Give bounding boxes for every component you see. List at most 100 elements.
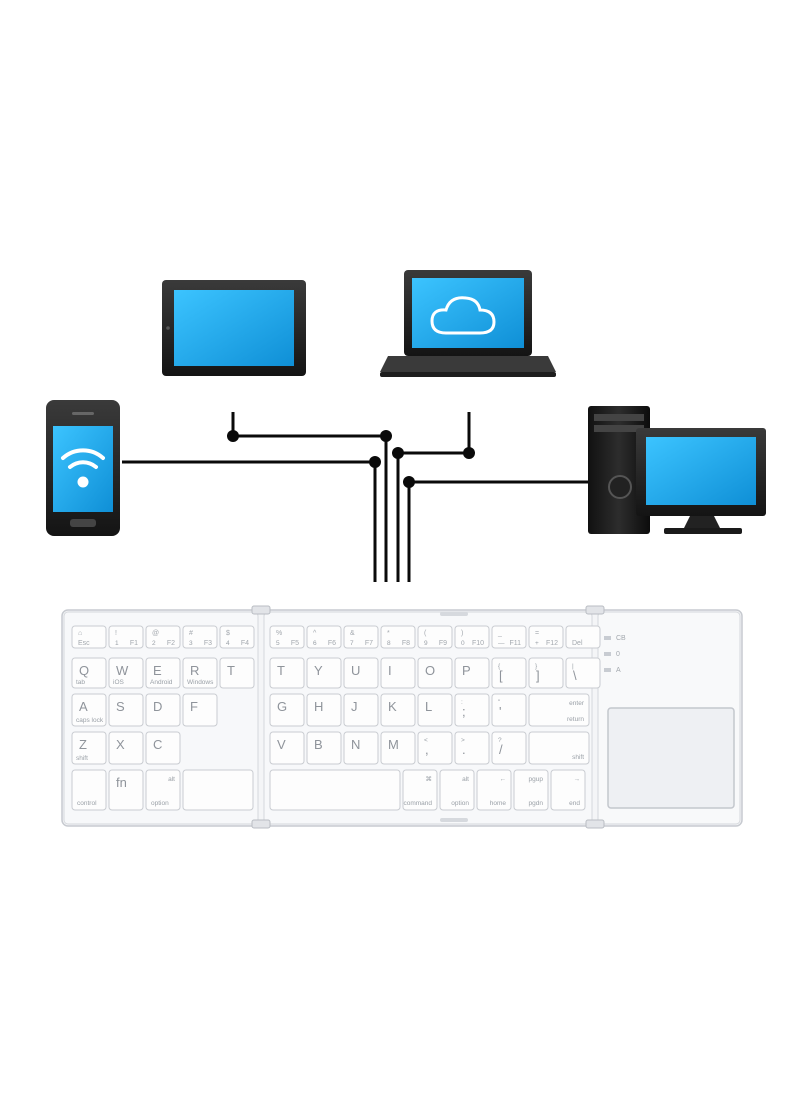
key-label: alt (462, 776, 469, 783)
hinge-left (251, 605, 271, 829)
key-label: # (189, 630, 193, 637)
key[interactable]: =+F12 (528, 625, 564, 649)
key[interactable]: ⌂ Esc (71, 625, 107, 649)
key[interactable]: ←home (476, 769, 512, 811)
key[interactable]: T (269, 657, 305, 689)
key[interactable]: control (71, 769, 107, 811)
key-label: " (498, 699, 501, 706)
key[interactable]: M (380, 731, 416, 765)
key[interactable]: ⌘command (402, 769, 438, 811)
key[interactable]: K (380, 693, 416, 727)
key[interactable]: B (306, 731, 342, 765)
key-label: & (350, 630, 355, 637)
key-label: ← (500, 776, 507, 783)
key[interactable]: N (343, 731, 379, 765)
key[interactable]: D (145, 693, 181, 727)
key-label: N (351, 737, 360, 752)
key[interactable]: fn (108, 769, 144, 811)
key-label: $ (226, 630, 230, 637)
key-label: shift (572, 754, 584, 761)
key[interactable]: I (380, 657, 416, 689)
key-label: F (190, 699, 198, 714)
key[interactable]: _—F11 (491, 625, 527, 649)
key-label: 8 (387, 640, 391, 647)
key[interactable]: F (182, 693, 218, 727)
key-label: J (351, 699, 358, 714)
key-label: caps lock (76, 717, 104, 724)
key-label: > (461, 737, 465, 744)
key[interactable]: :; (454, 693, 490, 727)
key[interactable]: <, (417, 731, 453, 765)
key-label: 6 (313, 640, 317, 647)
key-label: + (535, 640, 539, 647)
key-label: W (116, 663, 129, 678)
key[interactable]: G (269, 693, 305, 727)
junction-dot (369, 456, 381, 468)
key[interactable]: |\ (565, 657, 601, 689)
key-label: alt (168, 776, 175, 783)
key-label: 2 (152, 640, 156, 647)
key-label: ' (499, 704, 501, 719)
touchpad[interactable] (607, 707, 735, 809)
key[interactable]: P (454, 657, 490, 689)
junction-dot (227, 430, 239, 442)
key-label: U (351, 663, 360, 678)
key[interactable]: >. (454, 731, 490, 765)
key[interactable]: }] (528, 657, 564, 689)
key-label: 9 (424, 640, 428, 647)
key-label: Android (150, 679, 173, 686)
key-label: T (277, 663, 285, 678)
key-label: V (277, 737, 286, 752)
key[interactable]: O (417, 657, 453, 689)
key[interactable]: shift (528, 731, 590, 765)
key[interactable]: ?/ (491, 731, 527, 765)
key-label: fn (116, 775, 127, 790)
key[interactable] (269, 769, 401, 811)
key-label: M (388, 737, 399, 752)
key-label: F4 (241, 640, 249, 647)
key[interactable]: S (108, 693, 144, 727)
key[interactable] (182, 769, 254, 811)
key[interactable]: {[ (491, 657, 527, 689)
key[interactable]: J (343, 693, 379, 727)
key-label: A (79, 699, 88, 714)
key-label: ⌘ (426, 775, 433, 783)
key[interactable]: "' (491, 693, 527, 727)
key[interactable]: Del (565, 625, 601, 649)
key[interactable]: T (219, 657, 255, 689)
key-label: end (569, 800, 580, 807)
key[interactable]: X (108, 731, 144, 765)
key[interactable]: H (306, 693, 342, 727)
key[interactable]: L (417, 693, 453, 727)
key[interactable]: Y (306, 657, 342, 689)
key-label: ^ (313, 630, 317, 637)
key[interactable]: C (145, 731, 181, 765)
connector-lines (122, 412, 588, 582)
key[interactable]: →end (550, 769, 586, 811)
key[interactable]: V (269, 731, 305, 765)
connector-laptop (396, 412, 471, 582)
key[interactable]: U (343, 657, 379, 689)
